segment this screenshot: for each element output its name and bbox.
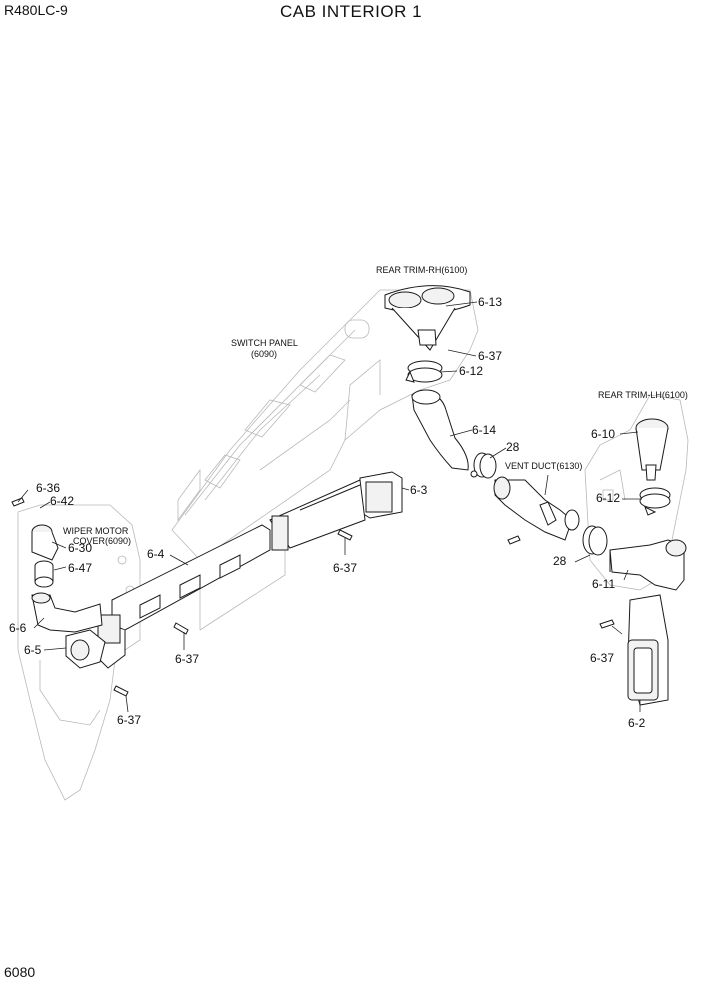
callout-6-37-wiper: 6-37: [117, 713, 141, 727]
callout-28-upper: 28: [506, 440, 520, 454]
callout-6-30: 6-30: [68, 541, 92, 555]
ref-switch-panel-num: (6090): [251, 349, 277, 359]
wiper-duct-outlet: [65, 629, 106, 669]
ref-wiper-motor-cover: COVER(6090): [73, 536, 131, 546]
callout-6-10: 6-10: [591, 427, 615, 441]
callout-6-36: 6-36: [36, 481, 60, 495]
rear-trim-lh-ghost: [584, 394, 689, 591]
callout-6-47: 6-47: [68, 561, 92, 575]
ref-wiper-motor: WIPER MOTOR: [63, 526, 129, 536]
callout-6-37-rh: 6-37: [478, 349, 502, 363]
callout-6-42: 6-42: [50, 494, 74, 508]
ref-rear-trim-lh: REAR TRIM-LH(6100): [598, 390, 688, 400]
lh-elbow-duct: [609, 539, 687, 591]
callout-6-37-center: 6-37: [333, 561, 357, 575]
callout-6-5: 6-5: [24, 643, 42, 657]
leader-lines: [17, 301, 642, 713]
vent-screw: [507, 535, 521, 545]
lh-screw: [599, 619, 615, 629]
page-number: 6080: [4, 964, 36, 980]
callout-6-12-rh: 6-12: [459, 364, 483, 378]
callout-6-37-lh: 6-37: [590, 651, 614, 665]
ref-switch-panel: SWITCH PANEL: [231, 338, 298, 348]
callout-6-2: 6-2: [628, 716, 646, 730]
vent-clamp-lower: [564, 509, 608, 556]
callout-6-3: 6-3: [410, 483, 428, 497]
rh-hose-clamp: [405, 360, 443, 383]
vent-clamp-upper: [470, 452, 497, 479]
wiper-duct-coupler: [34, 560, 54, 588]
main-duct: [97, 524, 271, 669]
page-title: CAB INTERIOR 1: [279, 2, 423, 21]
callout-6-14: 6-14: [472, 423, 496, 437]
model-code: R480LC-9: [4, 2, 68, 18]
ref-rear-trim-rh: REAR TRIM-RH(6100): [376, 265, 467, 275]
callout-6-37-duct: 6-37: [175, 652, 199, 666]
callout-6-12-lh: 6-12: [596, 491, 620, 505]
callout-28-lower: 28: [553, 554, 567, 568]
lh-hose-clamp: [639, 487, 671, 516]
switch-panel-ghost: [171, 289, 479, 631]
wiper-duct-elbow: [31, 524, 59, 561]
lh-floor-outlet: [627, 594, 669, 706]
center-duct-outlet: [269, 471, 403, 551]
callout-6-6: 6-6: [9, 621, 27, 635]
callout-6-13: 6-13: [478, 295, 502, 309]
wiper-duct-pipe: [31, 592, 103, 633]
callout-6-4: 6-4: [147, 547, 165, 561]
rh-vent-outlet: [384, 285, 471, 351]
callout-6-11: 6-11: [592, 577, 615, 591]
lh-vent-outlet: [635, 418, 669, 481]
center-screws: [113, 529, 353, 697]
ref-vent-duct: VENT DUCT(6130): [505, 461, 582, 471]
rh-hose: [411, 389, 469, 471]
vent-duct-body: [493, 476, 573, 541]
